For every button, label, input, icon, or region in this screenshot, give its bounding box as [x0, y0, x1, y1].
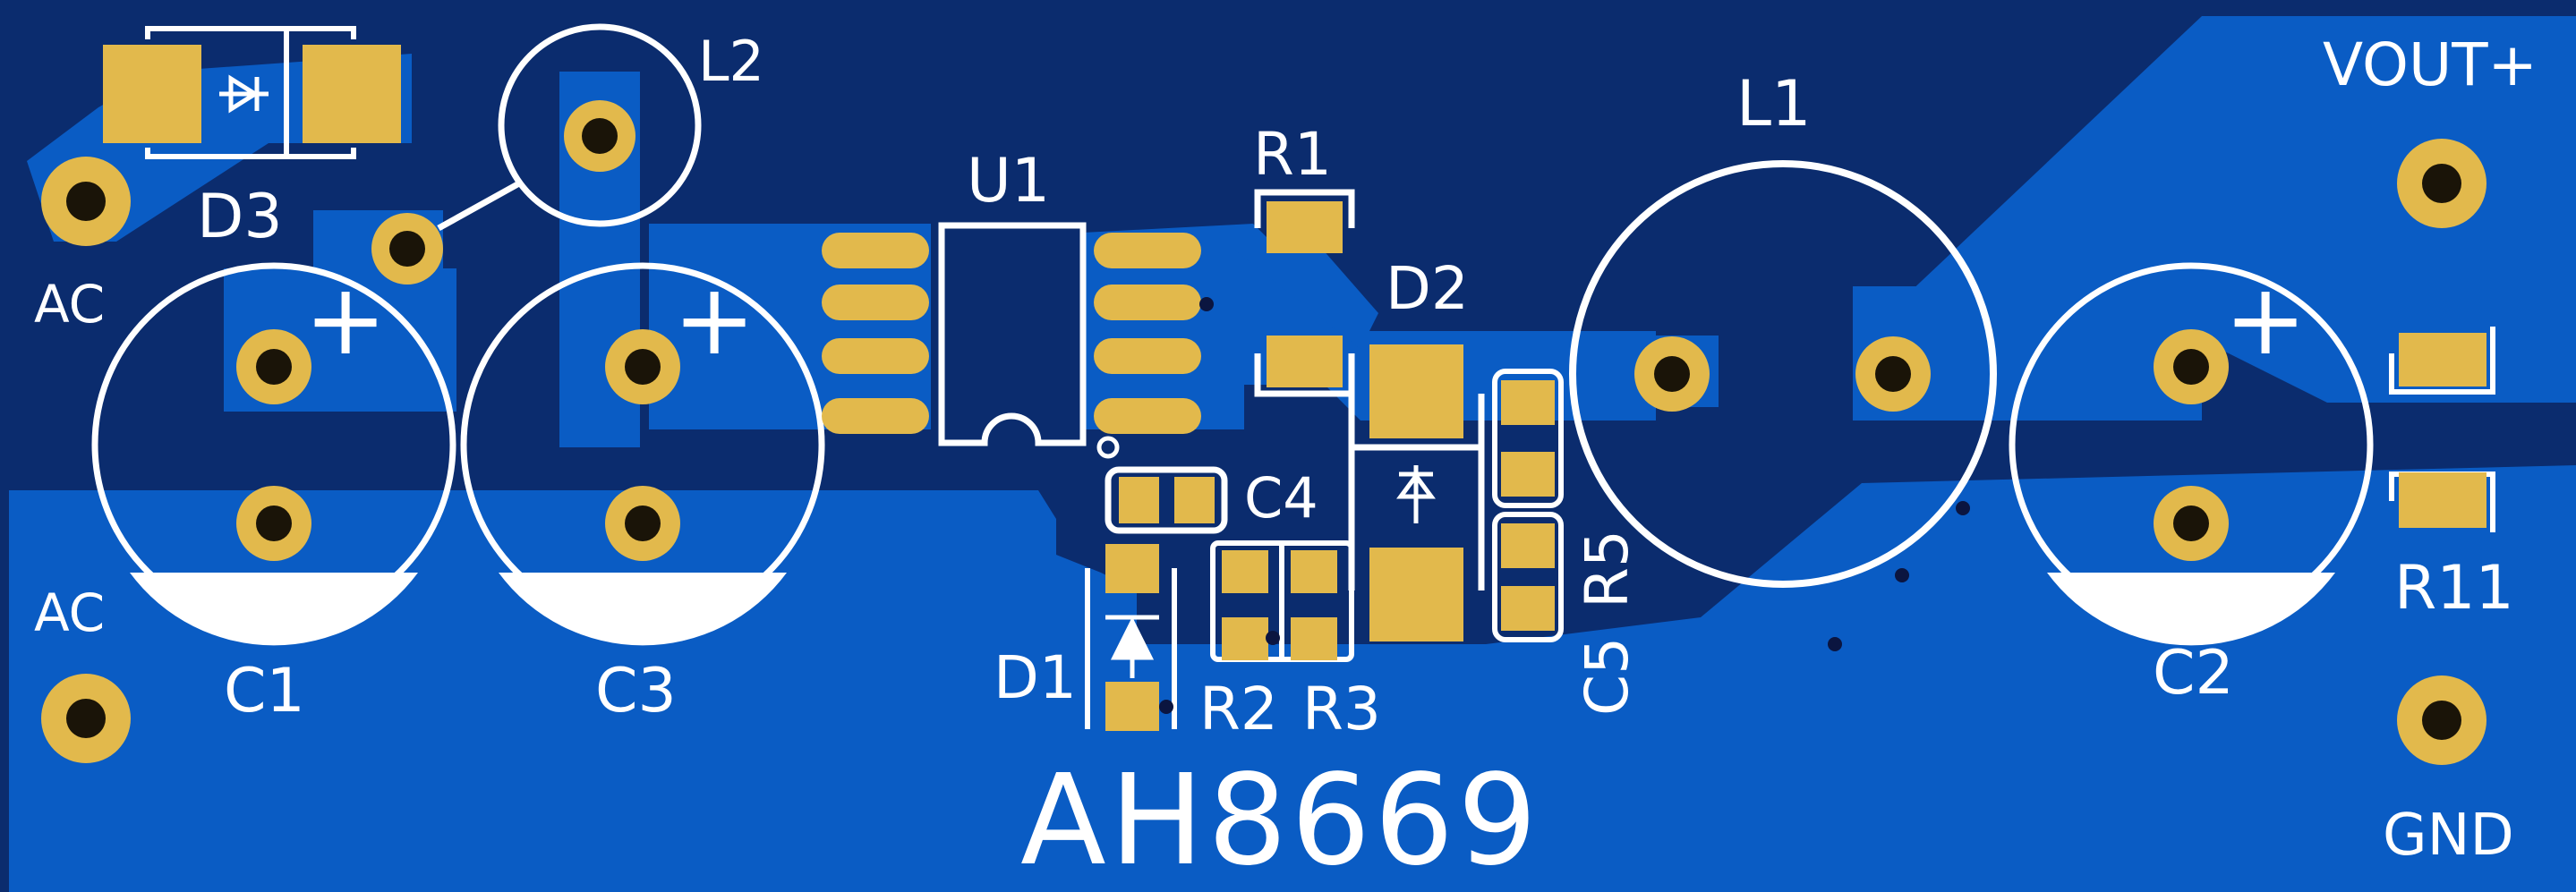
l1-component — [1569, 160, 1997, 588]
copper-pour-vout — [1853, 16, 2576, 403]
round-pad-icon — [2397, 139, 2486, 228]
l2-component — [371, 23, 702, 285]
ac-top-label: AC — [34, 274, 105, 335]
diode-symbol-icon — [1105, 615, 1159, 678]
c1-component — [91, 262, 456, 646]
r11-label: R11 — [2394, 553, 2514, 624]
r2-r3-component — [1210, 540, 1354, 662]
l2-label: L2 — [698, 29, 764, 94]
c5-label: C5 — [1573, 637, 1642, 716]
d1-label: D1 — [994, 643, 1077, 712]
d3-pad-2 — [303, 45, 401, 143]
via — [1895, 568, 1909, 582]
copper-pour-gnd — [9, 465, 2576, 892]
c3-plus: + — [673, 262, 755, 377]
diode-symbol-icon — [219, 74, 269, 114]
r1-component — [1254, 189, 1355, 397]
vout-label: VOUT+ — [2323, 30, 2538, 99]
c4-component — [1096, 436, 1228, 534]
c3-component — [460, 262, 825, 646]
u1-component — [822, 222, 1214, 446]
c1-plus: + — [304, 262, 387, 377]
r1-label: R1 — [1253, 120, 1332, 189]
round-pad-icon — [2397, 675, 2486, 765]
c1-label: C1 — [224, 656, 305, 726]
via — [1956, 501, 1970, 515]
copper-trace-d2-diag — [1235, 242, 1378, 349]
c2-component — [2009, 262, 2374, 646]
diode-symbol-icon — [1396, 465, 1436, 523]
gnd-label: GND — [2383, 803, 2514, 869]
r2-label: R2 — [1199, 675, 1278, 743]
d3-pad-1 — [103, 45, 201, 143]
round-pad-icon — [41, 157, 131, 246]
copper-trace-u1-right — [1083, 224, 1656, 429]
c2-label: C2 — [2153, 638, 2234, 709]
board-name: AH8669 — [1020, 748, 1540, 892]
u1-label: U1 — [967, 146, 1050, 217]
ac-bottom-label: AC — [34, 582, 105, 643]
r5-label: R5 — [1573, 530, 1642, 608]
r3-label: R3 — [1302, 675, 1381, 743]
via — [1828, 637, 1842, 651]
c3-label: C3 — [595, 656, 677, 726]
d3-component — [103, 26, 401, 159]
c5-r5-component — [1492, 369, 1564, 642]
d2-label: D2 — [1386, 254, 1469, 323]
c2-plus: + — [2224, 262, 2307, 377]
d2-component — [1348, 344, 1485, 641]
c4-label: C4 — [1244, 465, 1318, 531]
round-pad-icon — [41, 674, 131, 763]
d1-component — [1085, 544, 1177, 731]
d3-label: D3 — [197, 182, 283, 252]
l1-label: L1 — [1736, 67, 1812, 140]
copper-trace-c3-u1 — [649, 224, 931, 429]
r11-component — [2389, 327, 2495, 532]
copper-trace-l1-c2 — [1853, 286, 2202, 421]
